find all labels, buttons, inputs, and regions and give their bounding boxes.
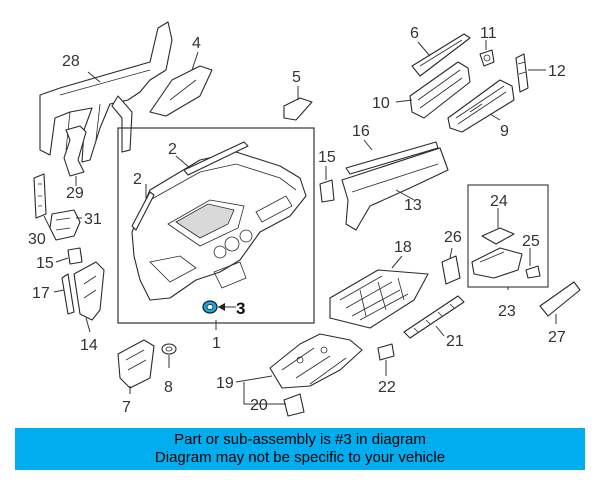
arrow-3 [218,303,225,311]
part-7-bezel [117,339,155,389]
part-16-strip [345,141,439,175]
callout-29: 29 [66,185,84,202]
exploded-parts-diagram: 28 2 2 4 5 6 11 12 10 9 16 15 13 29 30 3… [28,21,581,417]
callout-5: 5 [292,69,301,86]
callout-15-right: 15 [318,149,336,166]
part-15-clip-left [67,247,83,265]
part-2-trim-upper [183,141,249,176]
part-21-rail [403,295,465,339]
callout-2-left: 2 [133,171,142,188]
callout-18: 18 [394,239,412,256]
callout-10: 10 [372,95,390,112]
callout-numbers: 28 2 2 4 5 6 11 12 10 9 16 15 13 29 30 3… [28,25,566,416]
part-6-trim [411,33,471,77]
callout-14: 14 [80,337,98,354]
part-18-console-mat [329,269,429,329]
part-4-panel [149,65,213,117]
part-24-switch [481,227,515,245]
part-11-knob [479,49,495,67]
part-31-support [49,209,81,241]
callout-11: 11 [480,25,497,42]
part-15-clip-right [319,179,335,203]
part-20-bracket [283,393,305,417]
callout-21: 21 [446,333,464,350]
part-17-strip [61,273,75,315]
callout-7: 7 [122,399,131,416]
part-19-console-base [269,333,363,389]
part-14-side-panel [73,261,105,321]
part-3-highlighted[interactable] [202,300,218,314]
callout-25: 25 [522,233,540,250]
part-30-side-bracket [33,173,47,219]
part-26-clip [441,255,461,285]
callout-2-upper: 2 [168,141,177,158]
callout-6: 6 [410,25,419,42]
callout-22: 22 [378,379,396,396]
part-24-25-assembly [471,247,523,279]
part-10-vent-frame [409,61,471,119]
callout-4: 4 [192,35,201,52]
callout-26: 26 [444,229,462,246]
part-8-plug [161,343,177,355]
callout-19: 19 [216,375,234,392]
part-2-trim-left [131,191,155,231]
part-5-vent-piece [283,97,313,121]
callout-1: 1 [212,335,221,352]
callout-20: 20 [250,397,268,414]
banner-line-2: Diagram may not be specific to your vehi… [154,449,446,466]
callout-27: 27 [548,329,566,346]
callout-17: 17 [32,285,50,302]
callout-23: 23 [498,303,516,320]
instrument-panel [131,151,307,301]
part-info-banner: Part or sub-assembly is #3 in diagram Di… [15,428,585,470]
part-9-vent [447,79,515,133]
banner-line-1: Part or sub-assembly is #3 in diagram [174,431,426,448]
callout-12: 12 [548,63,566,80]
part-13-defroster-panel [341,147,449,231]
callout-13: 13 [404,197,422,214]
callout-15-left: 15 [36,255,54,272]
leader-lines [43,40,557,405]
callout-9: 9 [500,123,509,140]
callout-3-highlighted[interactable]: 3 [236,299,245,318]
callout-31: 31 [84,211,102,228]
part-28-crossmember [39,21,173,163]
callout-8: 8 [164,379,173,396]
callout-30: 30 [28,231,46,248]
callout-16: 16 [352,123,370,140]
callout-24: 24 [490,193,508,210]
part-25-connector [525,265,541,279]
part-29-bracket [63,125,87,177]
part-27-trim [539,281,581,317]
callout-28: 28 [62,53,80,70]
part-12-side-vent [515,53,529,93]
part-22-clip [377,343,395,361]
